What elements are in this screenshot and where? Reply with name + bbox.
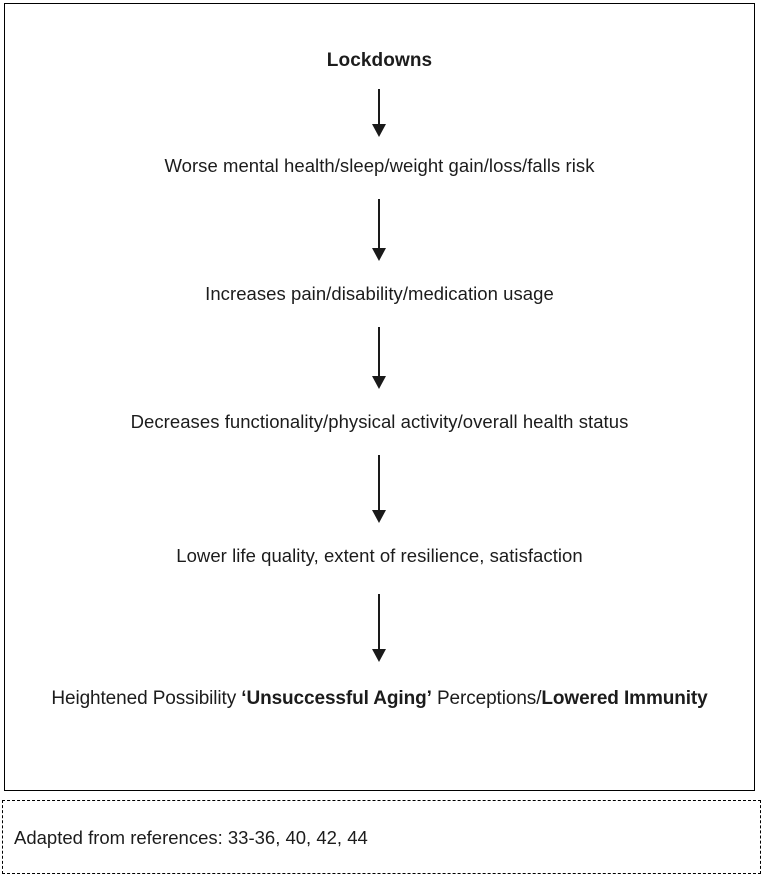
final-node-segment-3: Lowered Immunity <box>541 687 708 709</box>
arrow-shaft <box>377 88 380 125</box>
arrow-head <box>371 648 386 662</box>
flow-node-lower-life-quality: Lower life quality, extent of resilience… <box>176 545 583 567</box>
flow-node-increases-pain: Increases pain/disability/medication usa… <box>205 282 554 304</box>
final-node-segment-2: Perceptions/ <box>431 687 542 709</box>
down-arrow-icon-2 <box>369 198 389 261</box>
arrow-head <box>371 376 386 390</box>
down-arrow-icon-5 <box>369 593 389 662</box>
flow-node-lockdowns: Lockdowns <box>326 50 433 71</box>
arrow-shaft <box>377 455 380 512</box>
flowchart-panel: Lockdowns Worse mental health/sleep/weig… <box>4 3 755 791</box>
final-node-segment-0: Heightened Possibility <box>51 687 242 709</box>
flow-node-decreases-functionality: Decreases functionality/physical activit… <box>130 411 629 433</box>
down-arrow-icon-4 <box>369 455 389 524</box>
flow-node-unsuccessful-aging: Heightened Possibility ‘Unsuccessful Agi… <box>5 688 754 711</box>
flowchart-stack: Lockdowns Worse mental health/sleep/weig… <box>5 4 754 790</box>
down-arrow-icon-3 <box>369 327 389 390</box>
arrow-head <box>371 510 386 524</box>
flow-node-worse-mental-health: Worse mental health/sleep/weight gain/lo… <box>164 154 595 176</box>
arrow-shaft <box>377 593 380 650</box>
footnote-box: Adapted from references: 33-36, 40, 42, … <box>2 800 761 874</box>
footnote-text: Adapted from references: 33-36, 40, 42, … <box>14 827 368 848</box>
arrow-head <box>371 247 386 261</box>
down-arrow-icon-1 <box>369 88 389 137</box>
final-node-segment-1: ‘Unsuccessful Aging’ <box>241 687 432 709</box>
arrow-shaft <box>377 198 380 249</box>
arrow-shaft <box>377 327 380 378</box>
arrow-head <box>371 123 386 137</box>
